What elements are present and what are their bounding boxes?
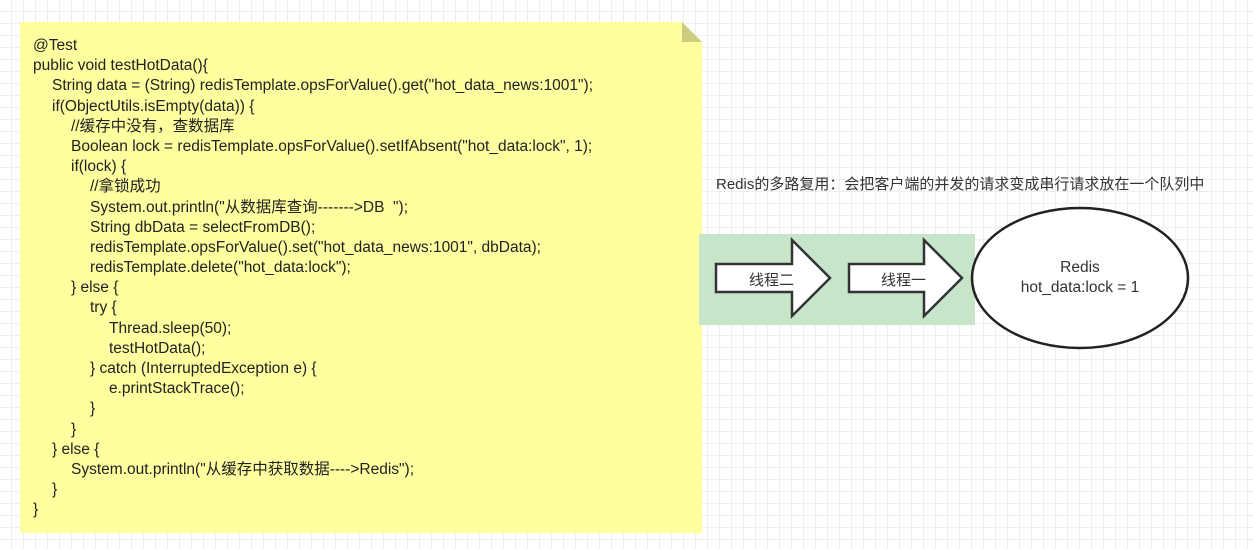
note-shape [20,22,702,533]
code-line: if(ObjectUtils.isEmpty(data)) { [52,97,255,115]
arrow-thread-two[interactable] [714,236,832,320]
code-line: Thread.sleep(50); [109,319,232,337]
redis-ellipse[interactable] [970,206,1190,350]
code-line: String dbData = selectFromDB(); [90,218,316,236]
code-line: } else { [71,279,119,297]
redis-node-value: hot_data:lock = 1 [1020,279,1140,296]
code-line: } else { [52,440,100,458]
code-line: public void testHotData(){ [33,57,208,75]
arrow-label-thread-one: 线程一 [881,272,927,289]
code-line: e.printStackTrace(); [109,380,245,398]
code-line: } [52,481,58,499]
code-line: String data = (String) redisTemplate.ops… [52,77,594,95]
redis-node-title: Redis [1060,259,1100,276]
code-line: testHotData(); [109,339,206,357]
code-line: if(lock) { [71,158,127,176]
note-body [20,22,702,533]
code-line: } [33,501,39,519]
code-line: redisTemplate.opsForValue().set("hot_dat… [90,238,541,256]
code-line: } [90,400,96,418]
multiplexing-caption: Redis的多路复用：会把客户端的并发的请求变成串行请求放在一个队列中 [716,176,1205,193]
code-line: System.out.println("从缓存中获取数据---->Redis")… [71,460,415,478]
code-line: @Test [33,37,78,54]
code-line: } catch (InterruptedException e) { [90,360,317,377]
code-sticky-note[interactable]: @Test public void testHotData(){ String da… [20,22,702,533]
code-line: System.out.println("从数据库查询------->DB "); [90,198,409,216]
code-line: Boolean lock = redisTemplate.opsForValue… [71,137,593,155]
code-line: //缓存中没有，查数据库 [71,117,235,135]
code-line: redisTemplate.delete("hot_data:lock"); [90,259,351,277]
arrow-label-thread-two: 线程二 [749,272,795,289]
redis-node-text: Redis hot_data:lock = 1 [972,258,1188,298]
arrow-thread-one[interactable] [847,236,964,320]
code-block: @Test public void testHotData(){ String da… [33,36,593,521]
code-line: try { [90,299,117,317]
code-line: //拿锁成功 [90,178,161,196]
note-fold-corner [682,22,702,42]
code-line: } [71,420,77,438]
